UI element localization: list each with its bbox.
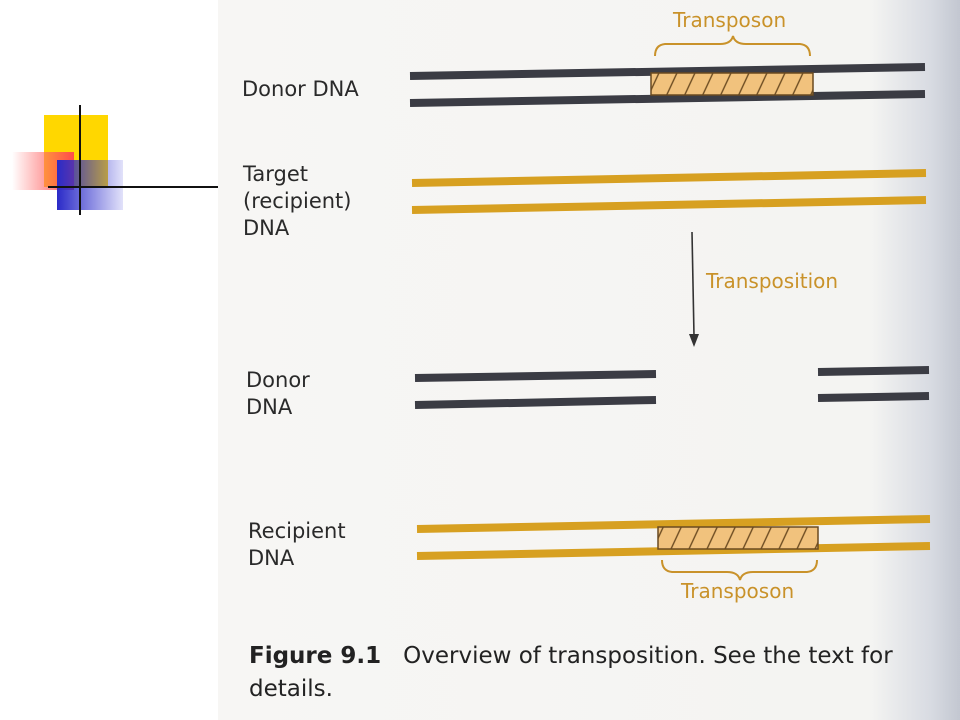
- target-dna: [411, 169, 927, 214]
- donor-strand-top: [409, 63, 926, 80]
- recipient-dna-label: Recipient DNA: [248, 519, 346, 570]
- target-strand-bottom: [411, 196, 927, 214]
- donor-dna-label-2: Donor DNA: [246, 368, 310, 419]
- donor-dna-label: Donor DNA: [242, 77, 359, 101]
- transposition-arrow: [689, 231, 699, 347]
- target-dna-label: Target (recipient) DNA: [243, 162, 352, 240]
- donor-right-strand-top: [817, 366, 930, 376]
- transposon-hatch-recipient: [658, 527, 818, 549]
- deco-blue-square: [57, 160, 123, 210]
- slide-decoration: [0, 0, 220, 230]
- caption-text: Overview of transposition. See the text …: [249, 643, 893, 702]
- figure-number: Figure 9.1: [249, 643, 382, 669]
- recipient-strand-bottom: [416, 542, 931, 560]
- donor-right-strand-bottom: [817, 392, 930, 402]
- target-strand-top: [411, 169, 927, 187]
- donor-strand-bottom: [409, 90, 926, 107]
- donor-dna-before: [409, 63, 926, 107]
- recipient-strand-top: [416, 515, 931, 533]
- scanned-figure: [218, 0, 960, 720]
- transposition-label: Transposition: [706, 269, 839, 293]
- deco-vertical-line: [79, 105, 81, 215]
- transposon-label-top: Transposon: [673, 8, 787, 32]
- transposon-brace-bottom: [661, 559, 818, 581]
- transposon-hatch-donor: [651, 73, 813, 95]
- donor-left-strand-top: [414, 370, 657, 382]
- transposon-brace-top: [654, 35, 811, 57]
- donor-dna-after: [414, 366, 930, 409]
- recipient-dna-after: [416, 515, 931, 560]
- donor-left-strand-bottom: [414, 396, 657, 409]
- transposon-label-bottom: Transposon: [681, 579, 795, 603]
- deco-horizontal-line: [48, 186, 218, 188]
